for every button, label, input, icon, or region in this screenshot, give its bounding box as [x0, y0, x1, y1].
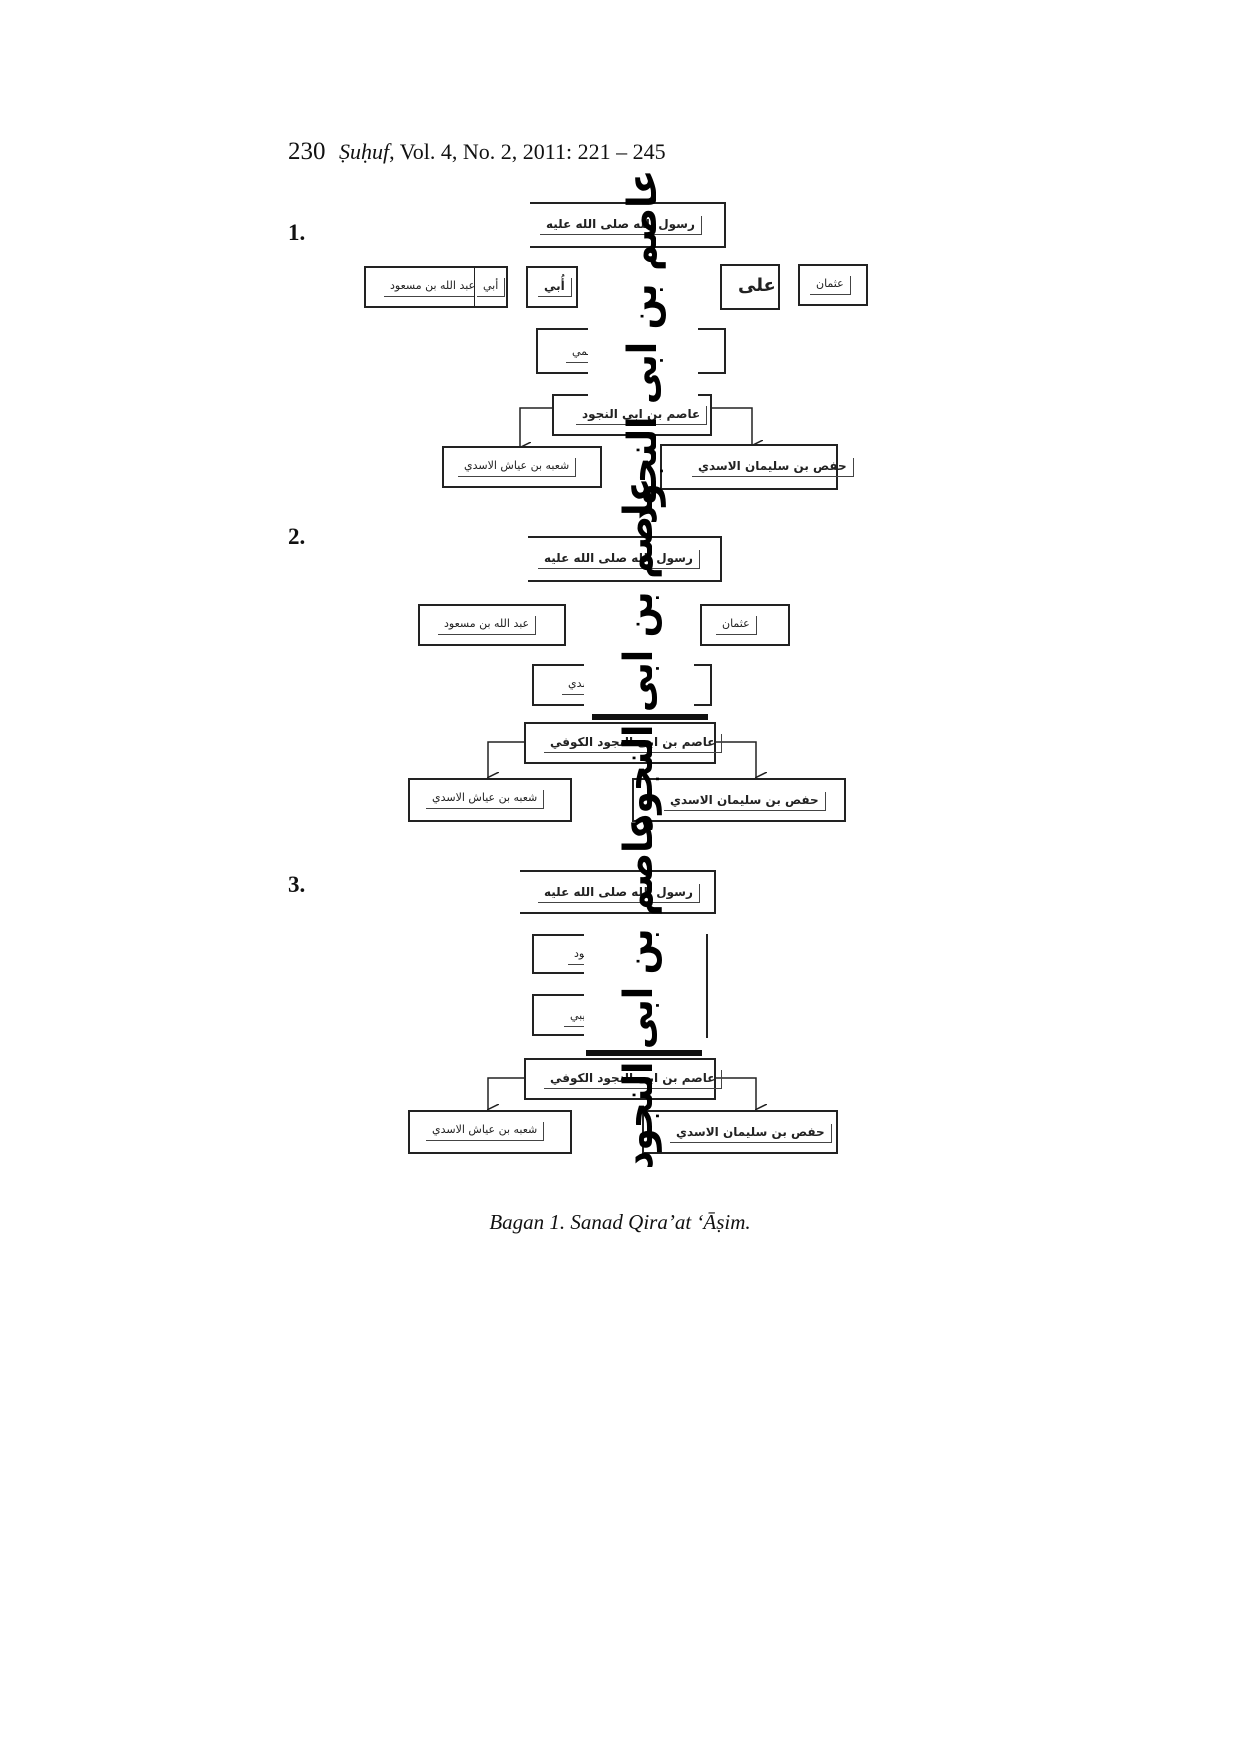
node-hafs-2: حفص بن سليمان الاسدي: [632, 778, 846, 822]
node-prophet-3: رسول الله صلى الله عليه: [520, 870, 716, 914]
node-shuba-3: شعبه بن عياش الاسدي: [408, 1110, 572, 1154]
node-asim-2: عاصم بن ابى النجود الكوفي: [524, 722, 723, 764]
label-hafs-2: حفص بن سليمان الاسدي: [664, 792, 826, 811]
node-sulami-right: [712, 328, 726, 374]
node-shuba-2: شعبه بن عياش الاسدي: [408, 778, 572, 822]
node-hafs-3: حفص بن سليمان الاسدي: [642, 1110, 838, 1154]
label-hafs: حفص بن سليمان الاسدي: [692, 458, 854, 477]
label-prophet: رسول الله صلى الله عليه: [540, 216, 702, 235]
figure-number-2: 2.: [288, 524, 306, 549]
node-uthman: عثمان: [798, 264, 868, 306]
label-ubay-small: أبي: [477, 278, 506, 297]
node-prophet-2: رسول الله صلى الله عليه: [528, 536, 722, 582]
label-shuba-3: شعبه بن عياش الاسدي: [426, 1122, 545, 1141]
figure-caption: Bagan 1. Sanad Qira’at ‘Āṣim.: [489, 1210, 751, 1234]
node-ubay-small: أبي: [474, 266, 508, 308]
overlay-asim-2: عاصم بن ابى النجود: [584, 478, 694, 832]
label-asim: عاصم بن ابى النجود: [576, 406, 708, 425]
node-ubay: أُبي: [526, 266, 578, 308]
label-asim-2: عاصم بن ابى النجود الكوفي: [544, 734, 723, 753]
overlay-asim-3: عاصم بن ابى النجود: [584, 815, 694, 1169]
figure-number-3: 3.: [288, 872, 306, 897]
node-hafs: حفص بن سليمان الاسدي: [660, 444, 854, 490]
figure-number-1: 1.: [288, 220, 306, 245]
citation: , Vol. 4, No. 2, 2011: 221 – 245: [389, 139, 666, 164]
node-ibn-masud-2: عبد الله بن مسعود: [418, 604, 566, 646]
label-prophet-2: رسول الله صلى الله عليه: [538, 550, 700, 569]
diagram-1-arrows: [0, 407, 1240, 520]
thick-rule-2: [592, 714, 708, 720]
node-uthman-2: عثمان: [700, 604, 790, 646]
thick-rule-3: [586, 1050, 702, 1056]
label-asim-3: عاصم بن ابى النجود الكوفي: [544, 1070, 723, 1089]
label-uthman: عثمان: [810, 276, 851, 295]
node-right-edge-3: [694, 934, 708, 1038]
overlay-asim-1: عاصم بن ابى النجود: [588, 170, 698, 524]
label-uthman-2: عثمان: [716, 616, 757, 635]
node-asim-3: عاصم بن ابى النجود الكوفي: [524, 1058, 723, 1100]
label-ubay: أُبي: [538, 278, 572, 297]
diagram-2-arrows: [0, 741, 1240, 860]
overlay-text-3: عاصم بن ابى النجود: [616, 814, 663, 1170]
diagram-3-arrows: [0, 1077, 1240, 1180]
node-shuba: شعبه بن عياش الاسدي: [442, 446, 602, 488]
node-prophet: رسول الله صلى الله عليه: [530, 202, 726, 248]
label-prophet-3: رسول الله صلى الله عليه: [538, 884, 700, 903]
journal-title: Ṣuḥuf: [339, 139, 390, 164]
overlay-text-1: عاصم بن ابى النجود: [620, 169, 667, 525]
label-ibn-masud-2: عبد الله بن مسعود: [438, 616, 537, 635]
node-ali: على: [720, 264, 780, 310]
label-ali: على: [738, 275, 776, 296]
page-number: 230: [288, 138, 326, 165]
label-hafs-3: حفص بن سليمان الاسدي: [670, 1124, 832, 1143]
running-header: 230 Ṣuḥuf, Vol. 4, No. 2, 2011: 221 – 24…: [288, 138, 666, 166]
label-shuba-2: شعبه بن عياش الاسدي: [426, 790, 545, 809]
label-shuba: شعبه بن عياش الاسدي: [458, 458, 577, 477]
overlay-text-2: عاصم بن ابى النجود: [616, 477, 663, 833]
